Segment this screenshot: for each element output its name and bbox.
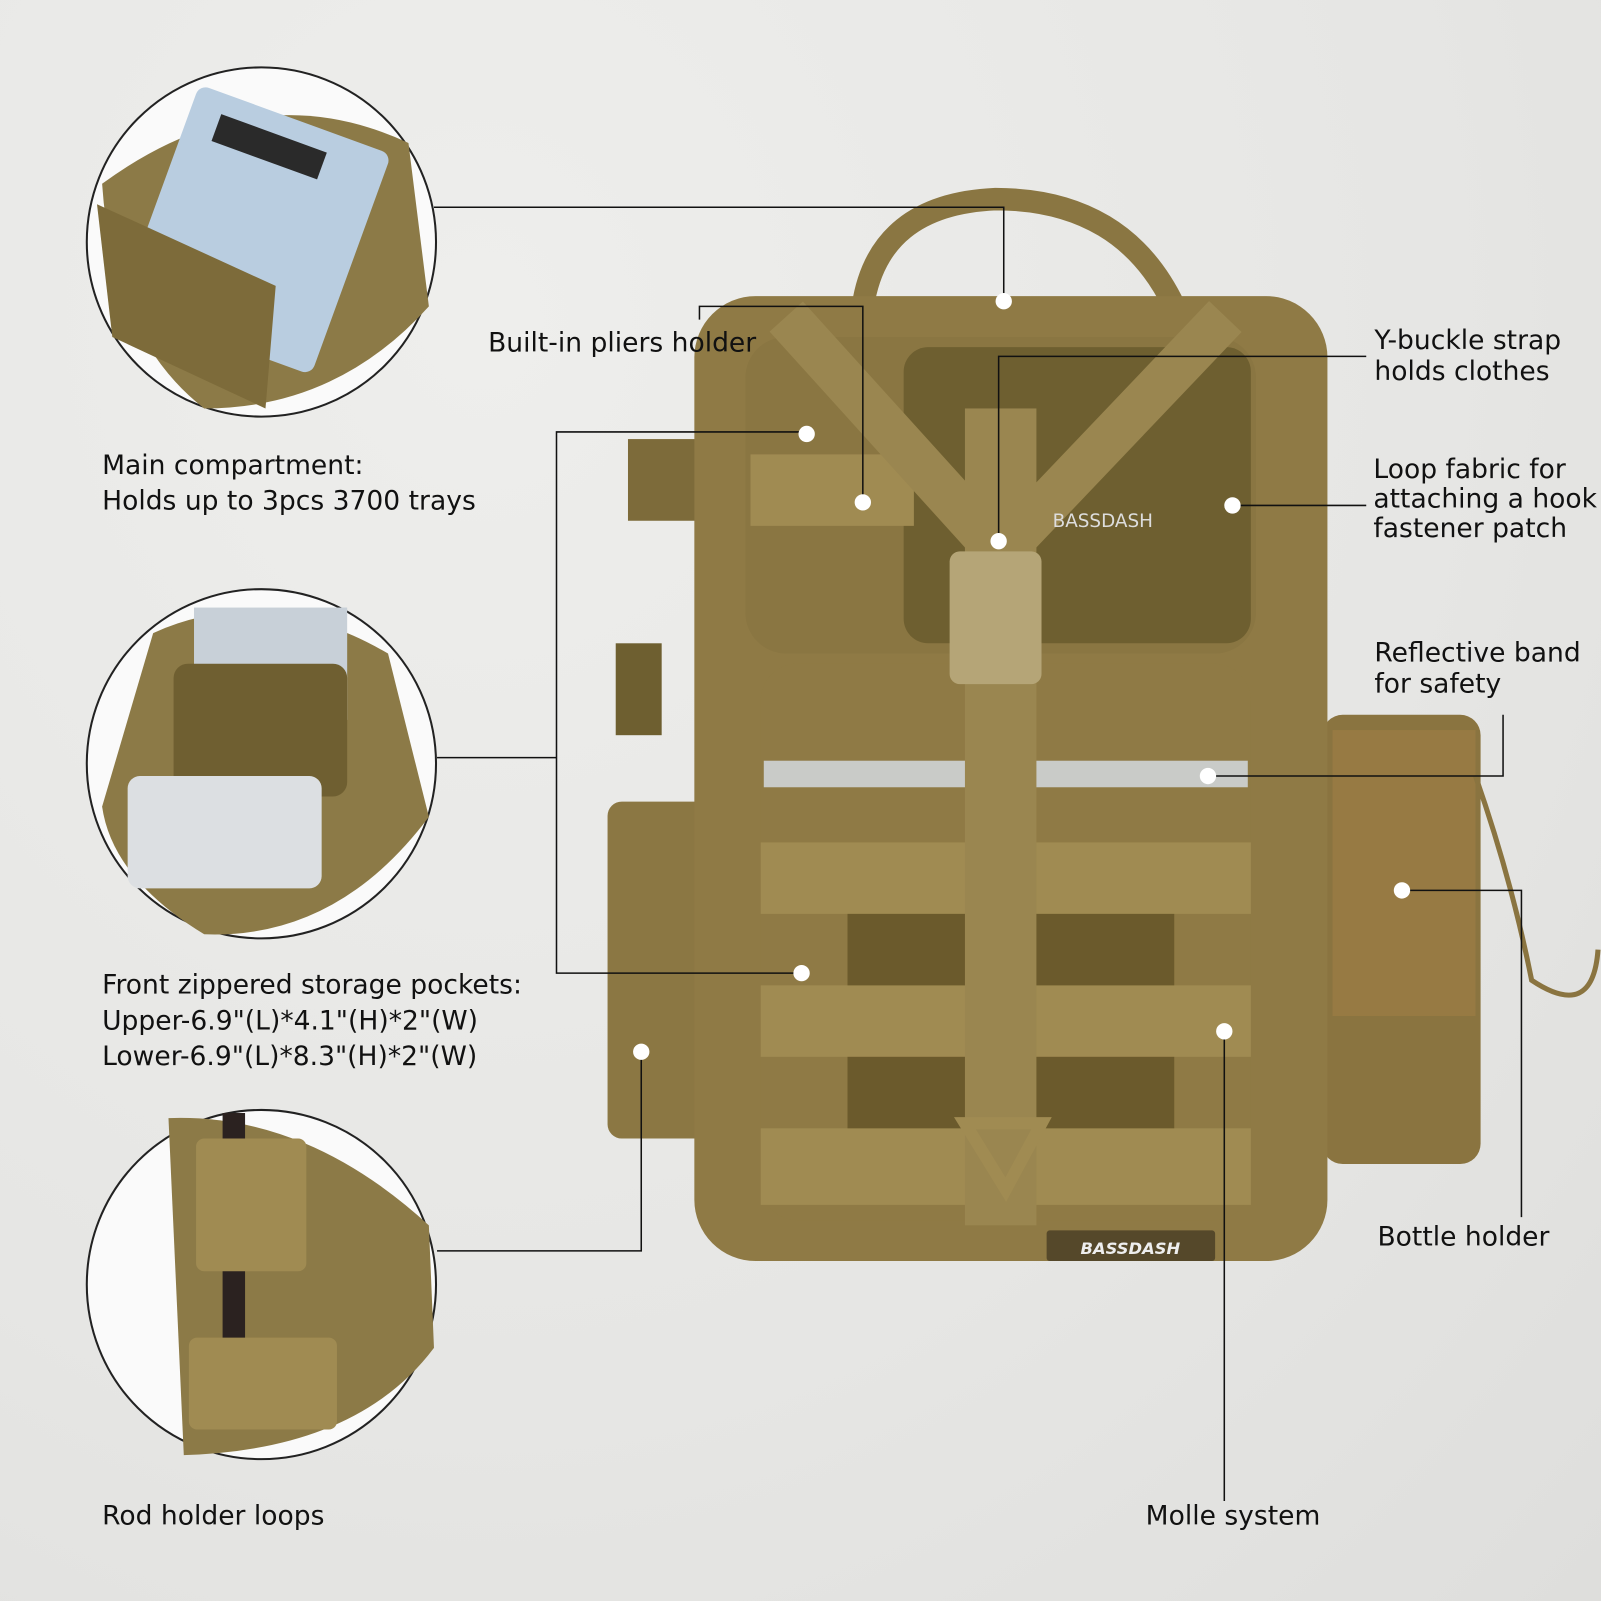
label-line: attaching a hook [1373,484,1598,515]
detail-circle-front-pockets [85,588,438,940]
label-front-pockets: Front zippered storage pockets: Upper-6.… [102,968,522,1075]
label-line: Y-buckle strap [1374,325,1562,357]
backpack: BASSDASH BASSDASH [607,187,1601,1262]
leader-lines [433,206,1523,1502]
label-line: for safety [1374,668,1502,700]
label-line: Loop fabric for [1373,454,1566,486]
brand-tag: BASSDASH [1081,1239,1181,1258]
detail-circle-main-compartment [85,66,438,418]
label-line: Lower-6.9"(L)*8.3"(H)*2"(W) [102,1041,478,1073]
label-line: Upper-6.9"(L)*4.1"(H)*2"(W) [102,1005,479,1037]
label-line: Holds up to 3pcs 3700 trays [102,486,476,517]
label-y-buckle: Y-buckle strap holds clothes [1374,326,1561,387]
label-bottle-holder: Bottle holder [1377,1222,1550,1253]
label-line: Main compartment: [102,450,364,481]
label-pliers-holder: Built-in pliers holder [488,327,757,359]
brand-patch-text: BASSDASH [1053,511,1153,532]
label-rod-holder: Rod holder loops [102,1501,325,1532]
label-main-compartment: Main compartment: Holds up to 3pcs 3700 … [102,448,476,519]
detail-circle-rod-holder [85,1108,438,1461]
label-line: holds clothes [1374,356,1550,387]
label-loop-fabric: Loop fabric for attaching a hook fastene… [1373,455,1597,544]
label-reflective-band: Reflective band for safety [1374,638,1580,699]
callout-dots [633,293,1411,1060]
label-line: Front zippered storage pockets: [102,970,522,1001]
label-line: Reflective band [1374,638,1581,669]
label-molle-system: Molle system [1145,1501,1321,1532]
label-line: fastener patch [1373,513,1568,545]
